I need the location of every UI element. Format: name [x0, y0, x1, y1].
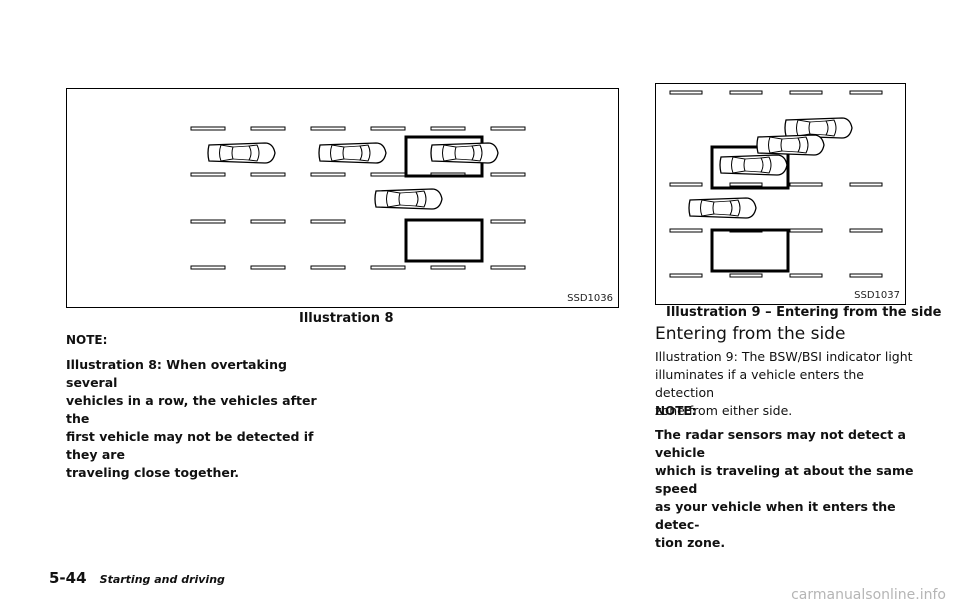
illustration-8-figure: SSD1036	[66, 88, 619, 308]
note-label: NOTE:	[66, 333, 108, 347]
figure-code: SSD1036	[567, 293, 613, 304]
page-number: 5-44	[49, 569, 87, 587]
note-line: first vehicle may not be detected if the…	[66, 429, 314, 462]
detection-zone-lower	[404, 218, 484, 263]
car-overtaking	[374, 188, 443, 210]
car-1	[207, 142, 276, 164]
illustration-8-drawing	[190, 126, 526, 270]
car-entering-2	[756, 134, 825, 156]
intro-line: illuminates if a vehicle enters the dete…	[655, 367, 864, 400]
note-line: traveling close together.	[66, 465, 239, 480]
note-line: tion zone.	[655, 535, 726, 550]
figure-caption: Illustration 9 – Entering from the side	[666, 305, 942, 320]
section-heading: Entering from the side	[655, 324, 846, 344]
detection-zone-upper	[710, 145, 790, 190]
intro-line: zone from either side.	[655, 403, 793, 418]
note-line: as your vehicle when it enters the detec…	[655, 499, 896, 532]
note-paragraph: The radar sensors may not detect a vehic…	[655, 426, 915, 552]
car-2	[318, 142, 387, 164]
section-name: Starting and driving	[99, 573, 225, 586]
car-entering-1	[784, 117, 853, 139]
note-line: The radar sensors may not detect a vehic…	[655, 427, 906, 460]
note-paragraph: Illustration 8: When overtaking several …	[66, 356, 336, 482]
watermark: carmanualsonline.info	[791, 587, 946, 603]
page-footer: 5-44 Starting and driving	[49, 568, 225, 587]
car-3	[430, 142, 499, 164]
car-entering-4	[688, 197, 757, 219]
note-label: NOTE:	[655, 404, 697, 418]
intro-paragraph: Illustration 9: The BSW/BSI indicator li…	[655, 348, 915, 420]
figure-code: SSD1037	[854, 290, 900, 301]
illustration-9-figure: SSD1037	[655, 83, 906, 305]
illustration-9-drawing	[669, 90, 883, 278]
note-line: which is traveling at about the same spe…	[655, 463, 914, 496]
car-entering-3	[719, 154, 788, 176]
intro-line: Illustration 9: The BSW/BSI indicator li…	[655, 349, 913, 364]
note-line: Illustration 8: When overtaking several	[66, 357, 287, 390]
figure-caption: Illustration 8	[299, 311, 394, 326]
note-line: vehicles in a row, the vehicles after th…	[66, 393, 317, 426]
lane-markers	[190, 126, 526, 270]
detection-zone-lower	[710, 228, 790, 273]
lane-markers	[669, 90, 883, 278]
